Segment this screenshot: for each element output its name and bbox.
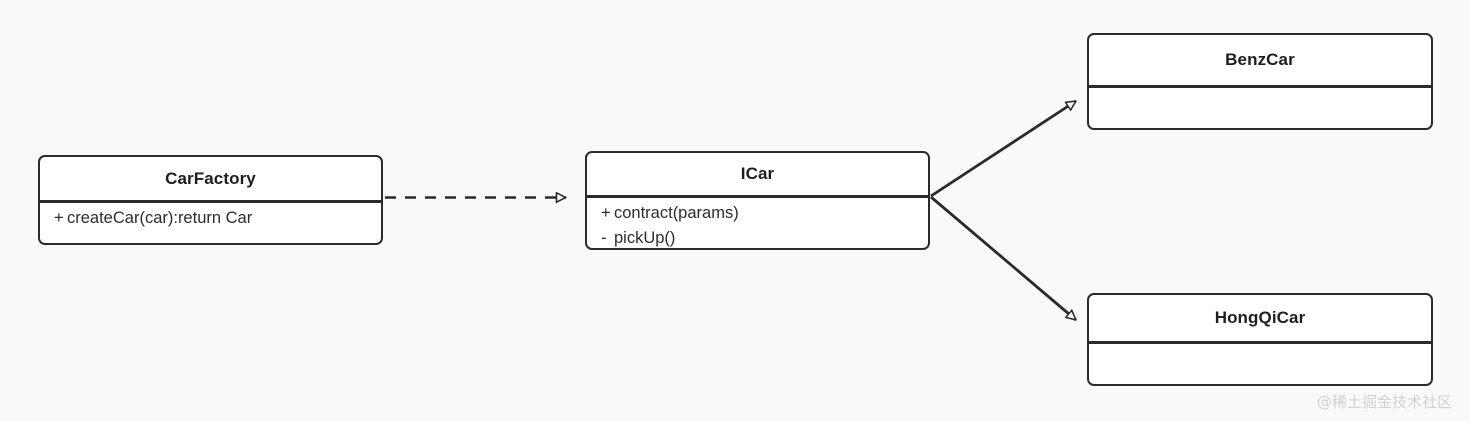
class-members-car-factory: +createCar(car):return Car bbox=[40, 203, 381, 244]
class-name-hongqi-car: HongQiCar bbox=[1214, 308, 1306, 327]
visibility-marker: + bbox=[601, 203, 611, 222]
visibility-marker: + bbox=[54, 208, 64, 227]
class-divider bbox=[587, 195, 928, 198]
class-box-car-factory[interactable]: CarFactory +createCar(car):return Car bbox=[38, 155, 383, 245]
class-member: +contract(params) bbox=[601, 201, 914, 227]
class-divider bbox=[1089, 341, 1431, 344]
class-members-benz-car bbox=[1089, 88, 1431, 129]
class-members-hongqi-car bbox=[1089, 344, 1431, 385]
connector-icar-to-hongqicar bbox=[930, 195, 1076, 322]
connector-icar-to-benzcar bbox=[930, 99, 1076, 198]
class-name-icar: ICar bbox=[740, 164, 775, 183]
watermark: @稀土掘金技术社区 bbox=[1316, 393, 1452, 411]
member-signature: pickUp() bbox=[614, 229, 676, 248]
member-signature: createCar(car):return Car bbox=[67, 208, 253, 227]
class-members-icar: +contract(params) -pickUp() bbox=[587, 198, 928, 249]
class-box-hongqi-car[interactable]: HongQiCar bbox=[1087, 293, 1433, 386]
class-member: +createCar(car):return Car bbox=[54, 206, 367, 232]
class-divider bbox=[40, 200, 381, 203]
member-signature: contract(params) bbox=[614, 203, 739, 222]
class-box-icar[interactable]: ICar +contract(params) -pickUp() bbox=[585, 151, 930, 250]
class-box-benz-car[interactable]: BenzCar bbox=[1087, 33, 1433, 130]
class-name-car-factory: CarFactory bbox=[165, 168, 256, 188]
visibility-marker: - bbox=[601, 229, 607, 248]
class-name-benz-car: BenzCar bbox=[1225, 50, 1295, 69]
class-member: -pickUp() bbox=[601, 226, 914, 248]
class-divider bbox=[1089, 85, 1431, 88]
